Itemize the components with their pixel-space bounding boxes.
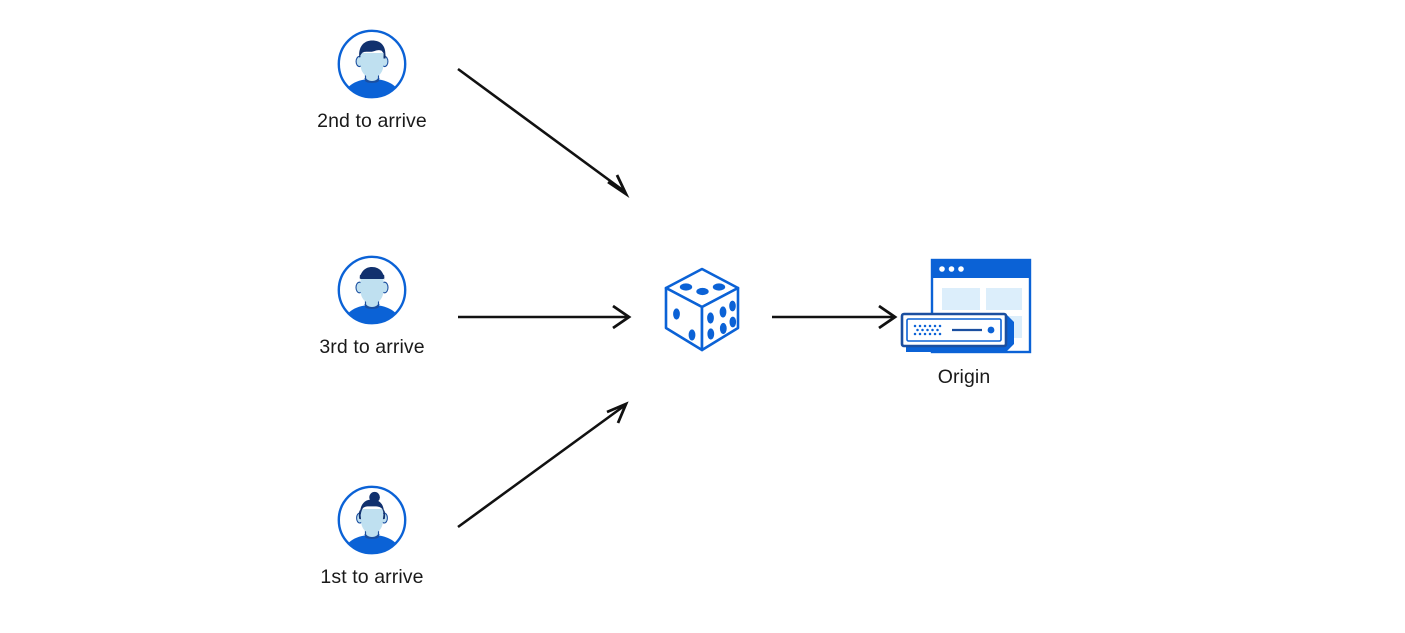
user-avatar-icon bbox=[337, 485, 407, 555]
arrow-client-2nd-to-dice bbox=[457, 67, 630, 198]
arrow-client-1st-to-dice bbox=[457, 401, 629, 529]
dice-node bbox=[662, 266, 742, 354]
arrow-client-3rd-to-dice bbox=[458, 304, 632, 330]
dice-cube-icon bbox=[664, 267, 740, 352]
origin-label: Origin bbox=[937, 366, 991, 388]
client-node-3rd: 3rd to arrive bbox=[319, 254, 425, 358]
server-router-icon bbox=[900, 312, 1014, 352]
client-node-2nd: 2nd to arrive bbox=[317, 28, 427, 132]
client-label-3rd: 3rd to arrive bbox=[319, 336, 425, 358]
user-avatar-icon bbox=[337, 29, 407, 99]
client-node-1st: 1st to arrive bbox=[320, 484, 423, 588]
arrow-dice-to-origin bbox=[772, 304, 898, 330]
origin-server-icon bbox=[900, 258, 1032, 354]
client-label-2nd: 2nd to arrive bbox=[317, 110, 427, 132]
user-avatar-icon bbox=[337, 255, 407, 325]
client-label-1st: 1st to arrive bbox=[320, 566, 424, 588]
origin-node: Origin bbox=[894, 258, 1034, 388]
